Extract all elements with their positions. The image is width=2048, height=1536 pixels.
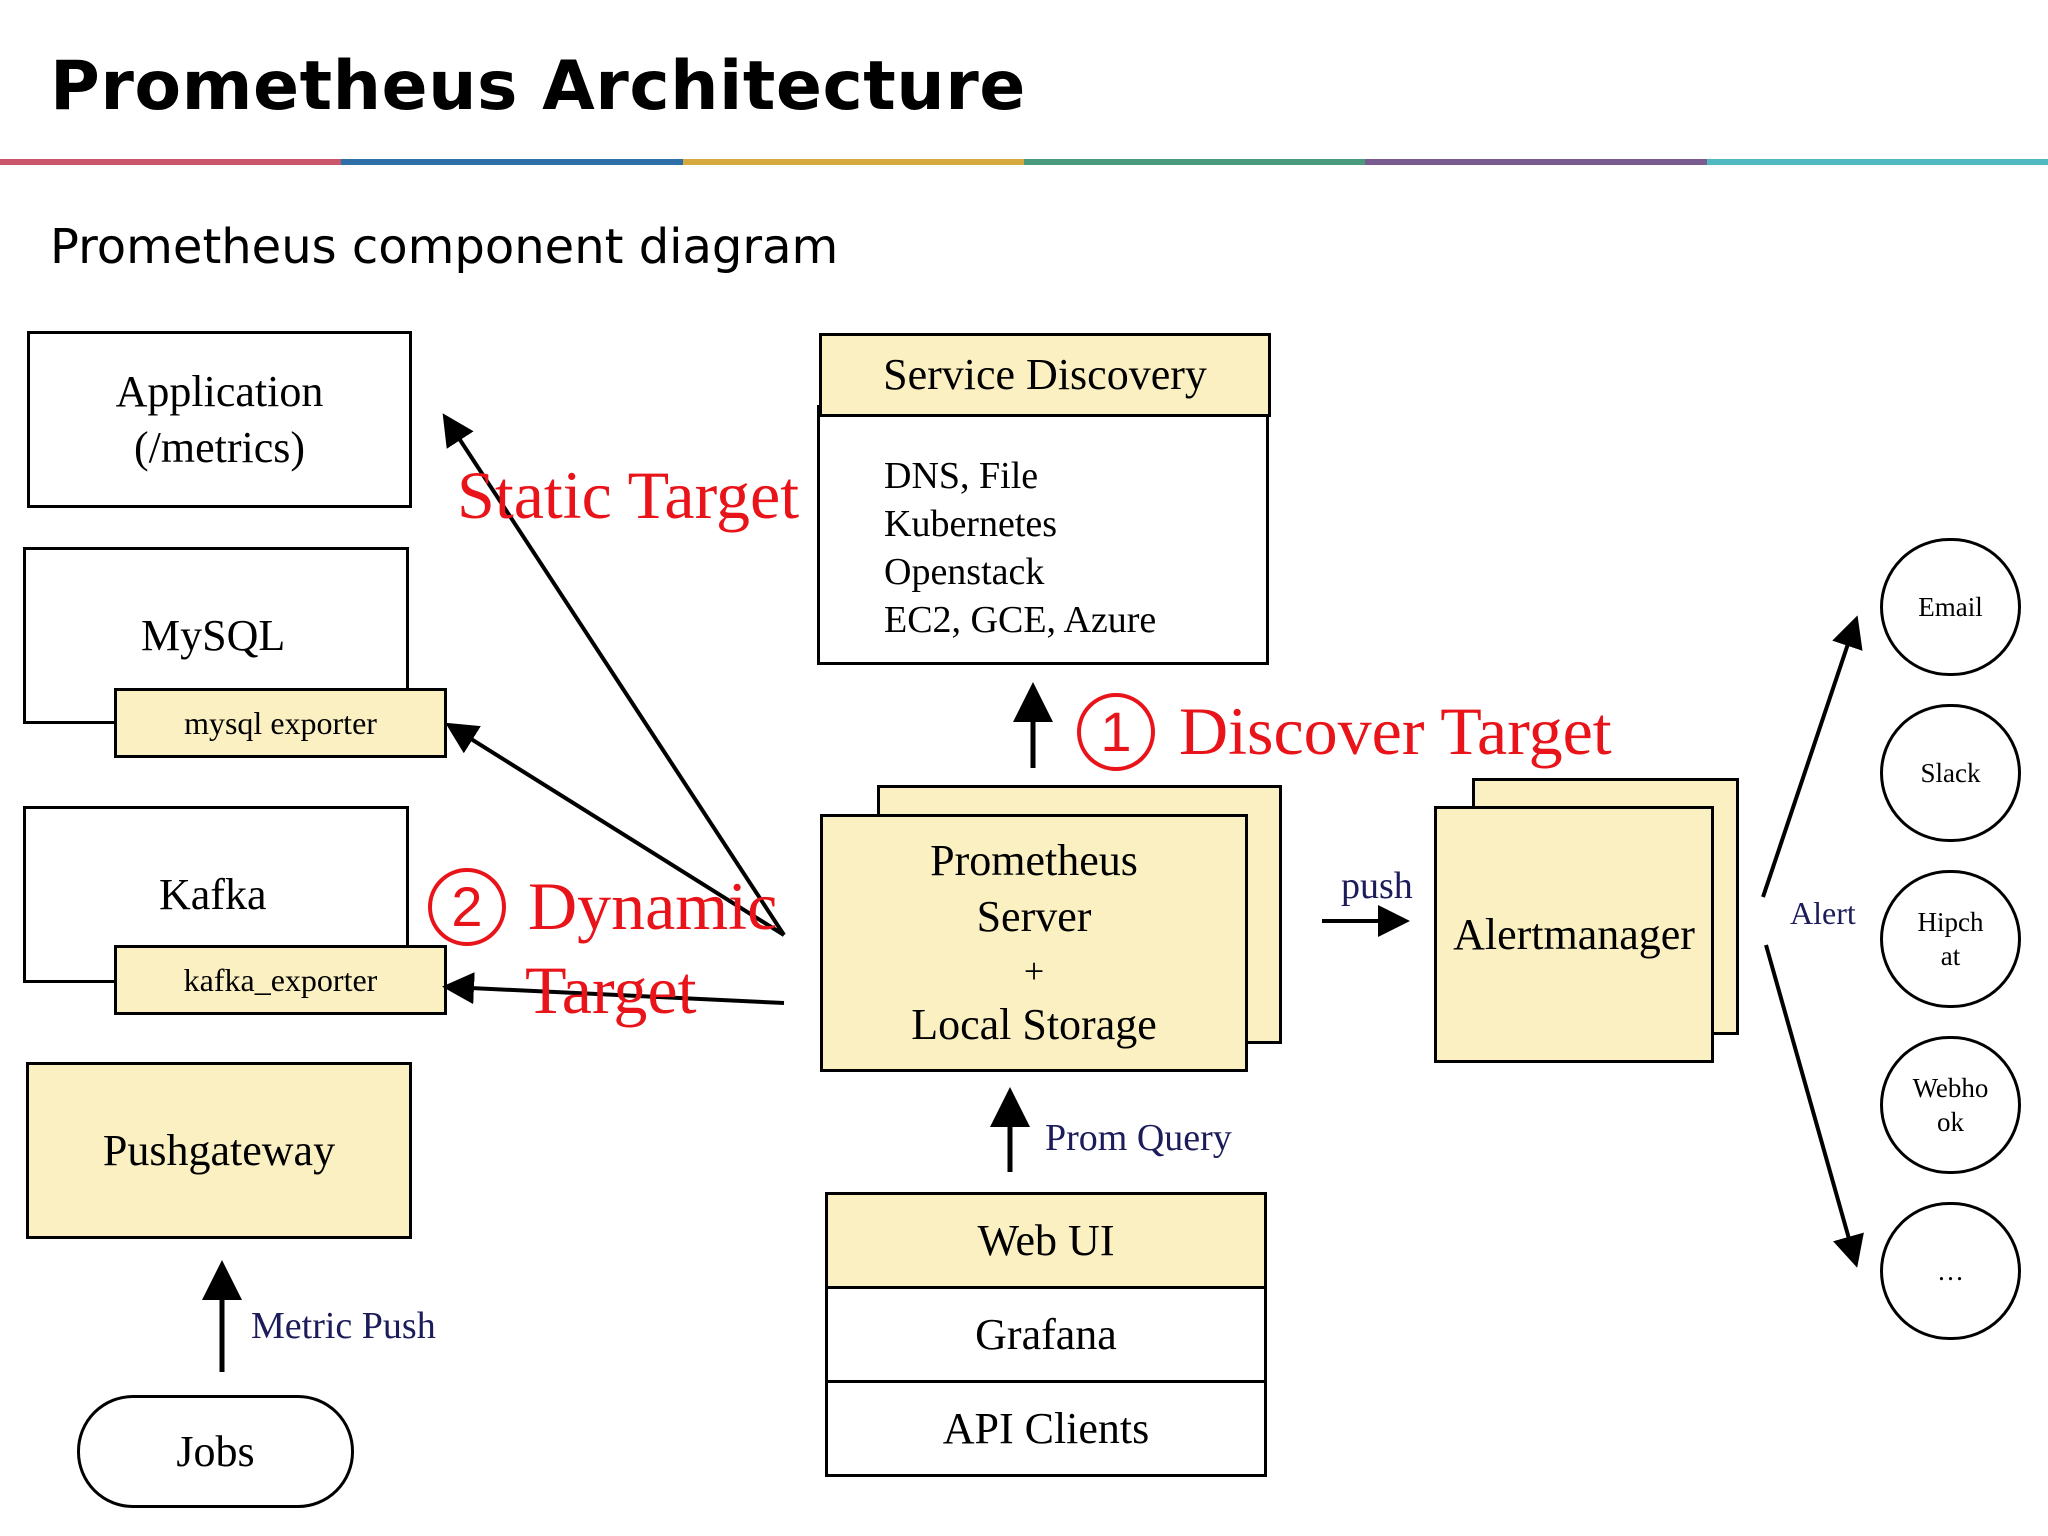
kafka-exporter-box: kafka_exporter [114, 945, 447, 1015]
push-label: push [1341, 865, 1413, 907]
mysql-exporter-box: mysql exporter [114, 688, 447, 758]
stripe-segment [341, 159, 683, 165]
pushgateway-box: Pushgateway [26, 1062, 412, 1239]
discover-target-label: Discover Target [1179, 693, 1612, 769]
discover-number-badge: 1 [1077, 693, 1155, 771]
arrow-alert-down [1764, 944, 1864, 1268]
stripe-segment [1706, 159, 2048, 165]
stripe-segment [0, 159, 342, 165]
arrow-alert-up [1761, 615, 1863, 898]
receiver-more: … [1880, 1202, 2021, 1340]
receiver-hipchat: Hipch at [1880, 870, 2021, 1008]
dynamic-number-badge: 2 [428, 868, 506, 946]
stripe-segment [1023, 159, 1366, 165]
mysql-label: MySQL [141, 611, 286, 660]
web-ui-box: Web UI [825, 1192, 1267, 1289]
server-line-3: + [1023, 951, 1045, 991]
receiver-webhook: Webho ok [1880, 1036, 2021, 1174]
service-discovery-panel: DNS, File Kubernetes Openstack EC2, GCE,… [817, 405, 1269, 665]
arrow-mysql-exporter [445, 722, 786, 937]
sd-item-dns: DNS, File [884, 455, 1039, 497]
server-line-2: Server [976, 892, 1092, 941]
page-title: Prometheus Architecture [50, 47, 1026, 126]
api-clients-box: API Clients [825, 1380, 1267, 1477]
receiver-email: Email [1880, 538, 2021, 676]
alertmanager-box: Alertmanager [1434, 806, 1714, 1063]
jobs-node: Jobs [77, 1395, 354, 1508]
metric-push-label: Metric Push [251, 1305, 436, 1347]
dynamic-label-line-1: Dynamic [528, 868, 778, 944]
server-line-4: Local Storage [911, 1000, 1157, 1049]
title-color-stripe [0, 159, 2048, 165]
sd-item-cloud: EC2, GCE, Azure [884, 599, 1157, 641]
application-box: Application (/metrics) [27, 331, 412, 508]
stripe-segment [1365, 159, 1707, 165]
dynamic-label-line-2: Target [525, 952, 697, 1028]
sd-item-openstack: Openstack [884, 551, 1045, 593]
sd-item-kubernetes: Kubernetes [884, 503, 1058, 545]
stripe-segment [682, 159, 1024, 165]
receiver-slack: Slack [1880, 704, 2021, 842]
kafka-label: Kafka [159, 870, 267, 919]
arrow-kafka-exporter [442, 972, 785, 1005]
alert-label: Alert [1790, 895, 1856, 931]
server-line-1: Prometheus [930, 836, 1138, 885]
static-target-label: Static Target [457, 457, 800, 533]
prometheus-server-box: Prometheus Server + Local Storage [820, 814, 1248, 1072]
grafana-box: Grafana [825, 1286, 1267, 1383]
page-subtitle: Prometheus component diagram [50, 219, 839, 275]
prom-query-label: Prom Query [1045, 1117, 1232, 1159]
arrow-static-target [442, 413, 786, 937]
service-discovery-header: Service Discovery [819, 333, 1271, 417]
